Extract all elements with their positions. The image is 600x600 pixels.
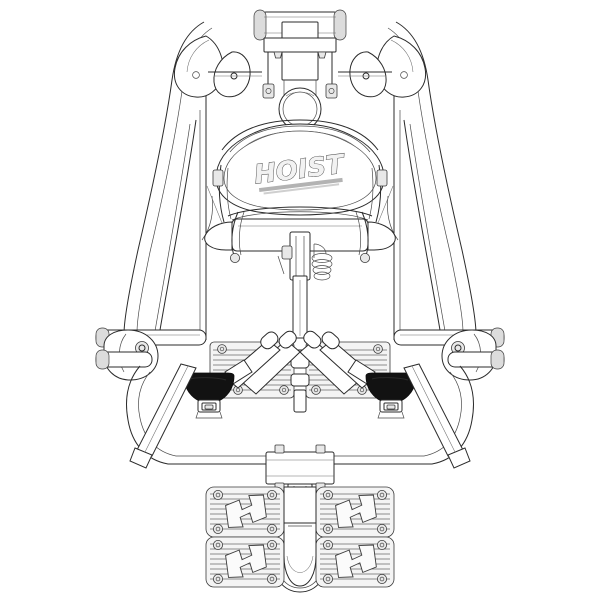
foot-plate-upper-right: [315, 486, 395, 538]
handle-tube-lower-left: [95, 349, 153, 370]
top-lobe-left: [173, 35, 224, 98]
backrest-pad: HOIST: [212, 120, 388, 222]
bracket-end-cap-right: [333, 9, 347, 41]
seat-adjust-mechanism: [277, 231, 333, 339]
foot-plate-upper-left: [205, 486, 285, 538]
bracket-bolt-right: [317, 51, 327, 59]
base-strut-right: [403, 363, 471, 469]
base-strut-left: [129, 363, 197, 469]
clamp-bolt-top-left: [274, 444, 285, 454]
base-frame: [127, 366, 474, 464]
headrest-bracket-assembly: [208, 9, 392, 100]
bracket-end-cap-left: [253, 9, 267, 41]
roller-pad-left: [183, 372, 235, 419]
handle-tube-lower-right: [447, 349, 505, 370]
vertical-frame-rails: [154, 96, 446, 340]
center-blocks: [290, 349, 310, 413]
bracket-bolt-left: [273, 51, 283, 59]
foot-plate-lower-left: [205, 536, 285, 588]
center-divider-overlay: [283, 486, 317, 587]
handle-cap-right-lower: [490, 349, 505, 370]
handle-cap-left-lower: [95, 349, 110, 370]
adjust-spring: [311, 243, 333, 281]
roller-pad-right: [365, 372, 417, 419]
foot-plate-lower-right: [315, 536, 395, 588]
clamp-bolt-top-right: [315, 444, 326, 454]
